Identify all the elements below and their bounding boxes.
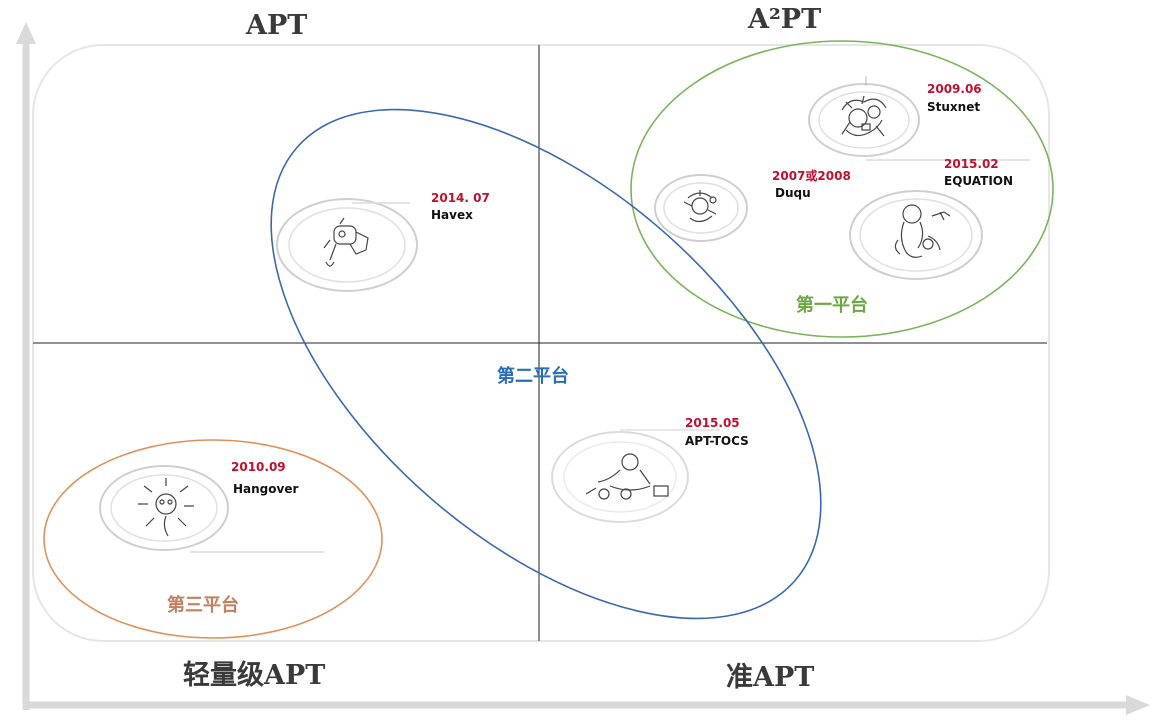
hangover-badge-icon: [99, 465, 325, 553]
duqu-badge-icon: [654, 174, 748, 242]
x-axis-arrow-icon: [1126, 695, 1150, 715]
hangover-name: Hangover: [233, 482, 299, 496]
x-axis: [24, 695, 1150, 715]
stuxnet-name: Stuxnet: [927, 100, 981, 114]
platform-1-ellipse: [630, 40, 1054, 338]
y-axis-arrow-icon: [16, 22, 36, 44]
equation-date: 2015.02: [944, 157, 999, 171]
platform-2-label: 第二平台: [497, 366, 569, 387]
platform-2-ellipse: [270, 108, 822, 620]
quadrant-title-apt: APT: [246, 10, 308, 41]
havex-badge-icon: [276, 198, 418, 292]
quadrant-title-a2pt: A²PT: [748, 4, 822, 35]
y-axis: [16, 22, 36, 710]
quadrant-title-lightweight-apt: 轻量级APT: [183, 660, 326, 691]
platform-3-ellipse: [43, 439, 383, 639]
havex-name: Havex: [431, 208, 473, 222]
platform-3-label: 第三平台: [167, 595, 239, 616]
hangover-date: 2010.09: [231, 460, 286, 474]
apt-tocs-name: APT-TOCS: [685, 434, 749, 448]
duqu-date: 2007或2008: [772, 169, 851, 183]
equation-badge-icon: [849, 190, 983, 280]
duqu-name: Duqu: [775, 186, 811, 200]
equation-name: EQUATION: [944, 174, 1014, 188]
apt-tocs-date: 2015.05: [685, 416, 740, 430]
platform-1-label: 第一平台: [796, 295, 868, 316]
havex-date: 2014. 07: [431, 191, 490, 205]
stuxnet-badge-icon: [808, 76, 1030, 161]
quadrant-title-quasi-apt: 准APT: [726, 662, 815, 693]
apt-tocs-badge-icon: [551, 429, 720, 523]
stuxnet-date: 2009.06: [927, 82, 982, 96]
